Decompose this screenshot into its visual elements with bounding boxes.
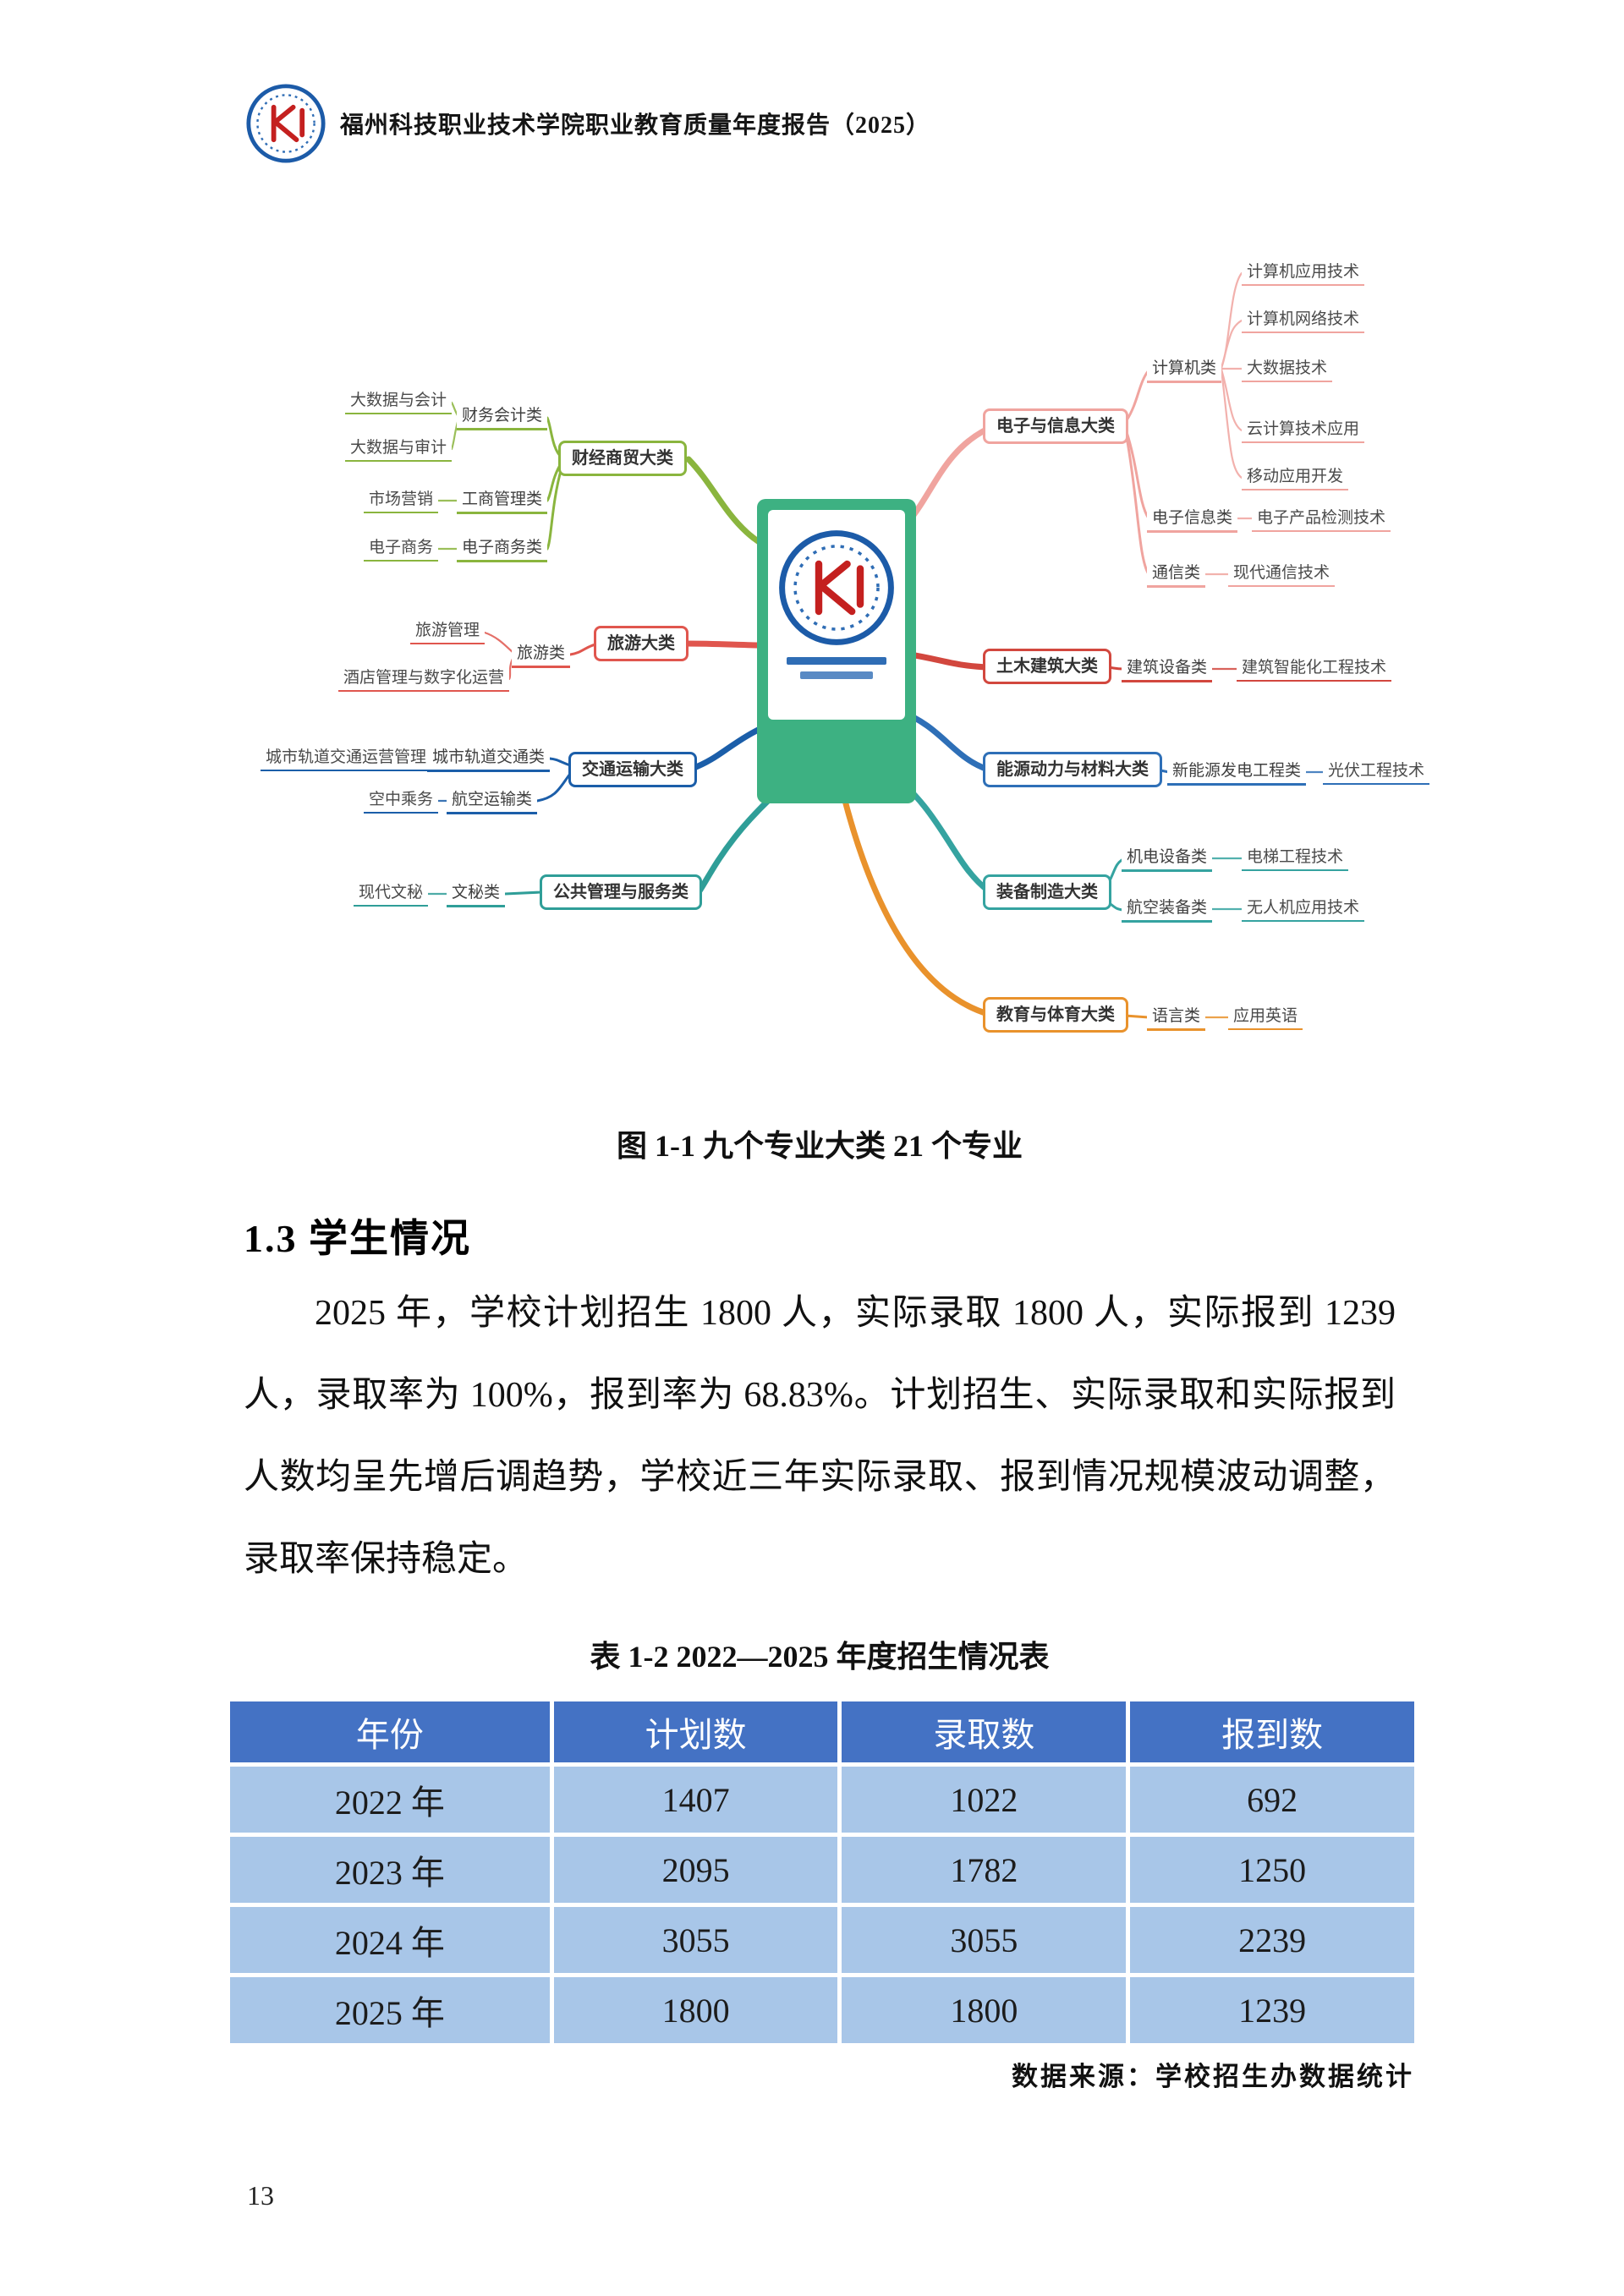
branch-energy-materials-label: 能源动力与材料大类	[983, 752, 1162, 787]
table-cell: 1239	[1130, 1977, 1414, 2043]
table-cell: 2023 年	[230, 1837, 550, 1903]
mindmap-leaf-label: 城市轨道交通运营管理	[261, 747, 432, 771]
mindmap-leaf-label: 现代文秘	[354, 882, 429, 907]
table-cell: 2024 年	[230, 1907, 550, 1973]
mindmap-sub-label: 电子信息类	[1147, 507, 1238, 533]
branch-electronics-info-label: 电子与信息大类	[983, 408, 1128, 444]
emblem-text-bar	[800, 671, 873, 679]
sub-branch-connectors	[503, 369, 1171, 1019]
school-logo-icon	[246, 84, 326, 163]
branch-transportation-label: 交通运输大类	[568, 752, 697, 787]
table-cell: 1407	[553, 1767, 838, 1833]
school-emblem-icon	[779, 530, 894, 645]
mindmap-leaf-label: 酒店管理与数字化运营	[338, 667, 510, 692]
table-cell: 1022	[842, 1767, 1127, 1833]
mindmap-sub-label: 通信类	[1147, 562, 1206, 588]
table-cell: 1800	[553, 1977, 838, 2043]
table-cell: 2025 年	[230, 1977, 550, 2043]
table-source-note: 数据来源：学校招生办数据统计	[1012, 2062, 1414, 2091]
mindmap-leaf-label: 计算机应用技术	[1242, 261, 1365, 286]
mindmap-sub-label: 航空装备类	[1122, 897, 1213, 923]
mindmap-sub-label: 航空运输类	[447, 789, 538, 814]
mindmap-leaf-label: 建筑智能化工程技术	[1237, 657, 1392, 682]
mindmap-sub-label: 计算机类	[1147, 358, 1222, 383]
emblem-text-bar	[787, 657, 886, 665]
mindmap-leaf-label: 移动应用开发	[1242, 466, 1349, 490]
mindmap-leaf-label: 应用英语	[1228, 1006, 1303, 1030]
mindmap-sub-label: 建筑设备类	[1122, 657, 1213, 682]
table-header-cell: 录取数	[842, 1701, 1127, 1762]
mindmap-sub-label: 新能源发电工程类	[1167, 760, 1307, 786]
page-number: 13	[247, 2180, 274, 2211]
table-cell: 2095	[553, 1837, 838, 1903]
mindmap-leaf-label: 电子商务	[364, 537, 439, 562]
mindmap-sub-label: 城市轨道交通类	[427, 747, 551, 772]
mindmap-leaf-label: 大数据技术	[1242, 358, 1333, 382]
mindmap-leaf-label: 无人机应用技术	[1242, 897, 1365, 922]
table-caption: 表 1-2 2022—2025 年度招生情况表	[590, 1640, 1050, 1674]
table-cell: 3055	[553, 1907, 838, 1973]
branch-education-sports-label: 教育与体育大类	[983, 997, 1128, 1033]
mindmap-sub-label: 文秘类	[447, 882, 506, 907]
mindmap-leaf-label: 大数据与会计	[345, 390, 453, 414]
branch-public-admin-label: 公共管理与服务类	[540, 874, 702, 910]
mindmap-sub-label: 工商管理类	[457, 489, 548, 514]
table-header-cell: 计划数	[553, 1701, 838, 1762]
mindmap-leaf-label: 空中乘务	[364, 789, 439, 814]
branch-finance-commerce-label: 财经商贸大类	[558, 441, 687, 476]
mindmap-leaf-label: 云计算技术应用	[1242, 419, 1365, 443]
mindmap-sub-label: 语言类	[1147, 1006, 1206, 1031]
table-cell: 3055	[842, 1907, 1127, 1973]
mindmap-leaf-label: 市场营销	[364, 489, 439, 513]
mindmap-leaf-label: 现代通信技术	[1228, 562, 1336, 587]
mindmap-leaf-label: 旅游管理	[410, 620, 486, 644]
table-cell: 1800	[842, 1977, 1127, 2043]
table-cell: 2022 年	[230, 1767, 550, 1833]
mindmap-leaf-label: 大数据与审计	[345, 437, 453, 462]
body-paragraph: 2025 年，学校计划招生 1800 人，实际录取 1800 人，实际报到 12…	[244, 1294, 1396, 1579]
document-header: 福州科技职业技术学院职业教育质量年度报告（2025）	[245, 83, 930, 164]
mindmap-leaf-label: 电梯工程技术	[1242, 847, 1349, 871]
mindmap-sub-label: 机电设备类	[1122, 847, 1213, 872]
mindmap-center-card	[757, 499, 916, 803]
branch-tourism-label: 旅游大类	[594, 626, 689, 661]
mindmap-leaf-label: 计算机网络技术	[1242, 309, 1365, 333]
majors-mindmap: 财经商贸大类 旅游大类 交通运输大类 公共管理与服务类 电子与信息大类 土木建筑…	[254, 249, 1430, 1104]
figure-caption: 图 1-1 九个专业大类 21 个专业	[617, 1129, 1023, 1163]
table-cell: 1782	[842, 1837, 1127, 1903]
table-header-cell: 报到数	[1130, 1701, 1414, 1762]
center-logo-panel	[768, 510, 905, 720]
section-heading: 1.3 学生情况	[244, 1217, 471, 1260]
mindmap-sub-label: 财务会计类	[457, 405, 548, 430]
document-title: 福州科技职业技术学院职业教育质量年度报告（2025）	[340, 112, 931, 139]
enrollment-table: 年份 计划数 录取数 报到数 2022 年 1407 1022 692 2023…	[230, 1701, 1414, 2043]
mindmap-sub-label: 电子商务类	[457, 537, 548, 562]
table-cell: 2239	[1130, 1907, 1414, 1973]
table-cell: 692	[1130, 1767, 1414, 1833]
mindmap-sub-label: 旅游类	[512, 643, 571, 668]
mindmap-leaf-label: 光伏工程技术	[1323, 760, 1430, 785]
mindmap-leaf-label: 电子产品检测技术	[1252, 507, 1391, 532]
branch-civil-construction-label: 土木建筑大类	[983, 649, 1111, 684]
table-header-cell: 年份	[230, 1701, 550, 1762]
branch-equipment-mfg-label: 装备制造大类	[983, 874, 1111, 910]
table-cell: 1250	[1130, 1837, 1414, 1903]
